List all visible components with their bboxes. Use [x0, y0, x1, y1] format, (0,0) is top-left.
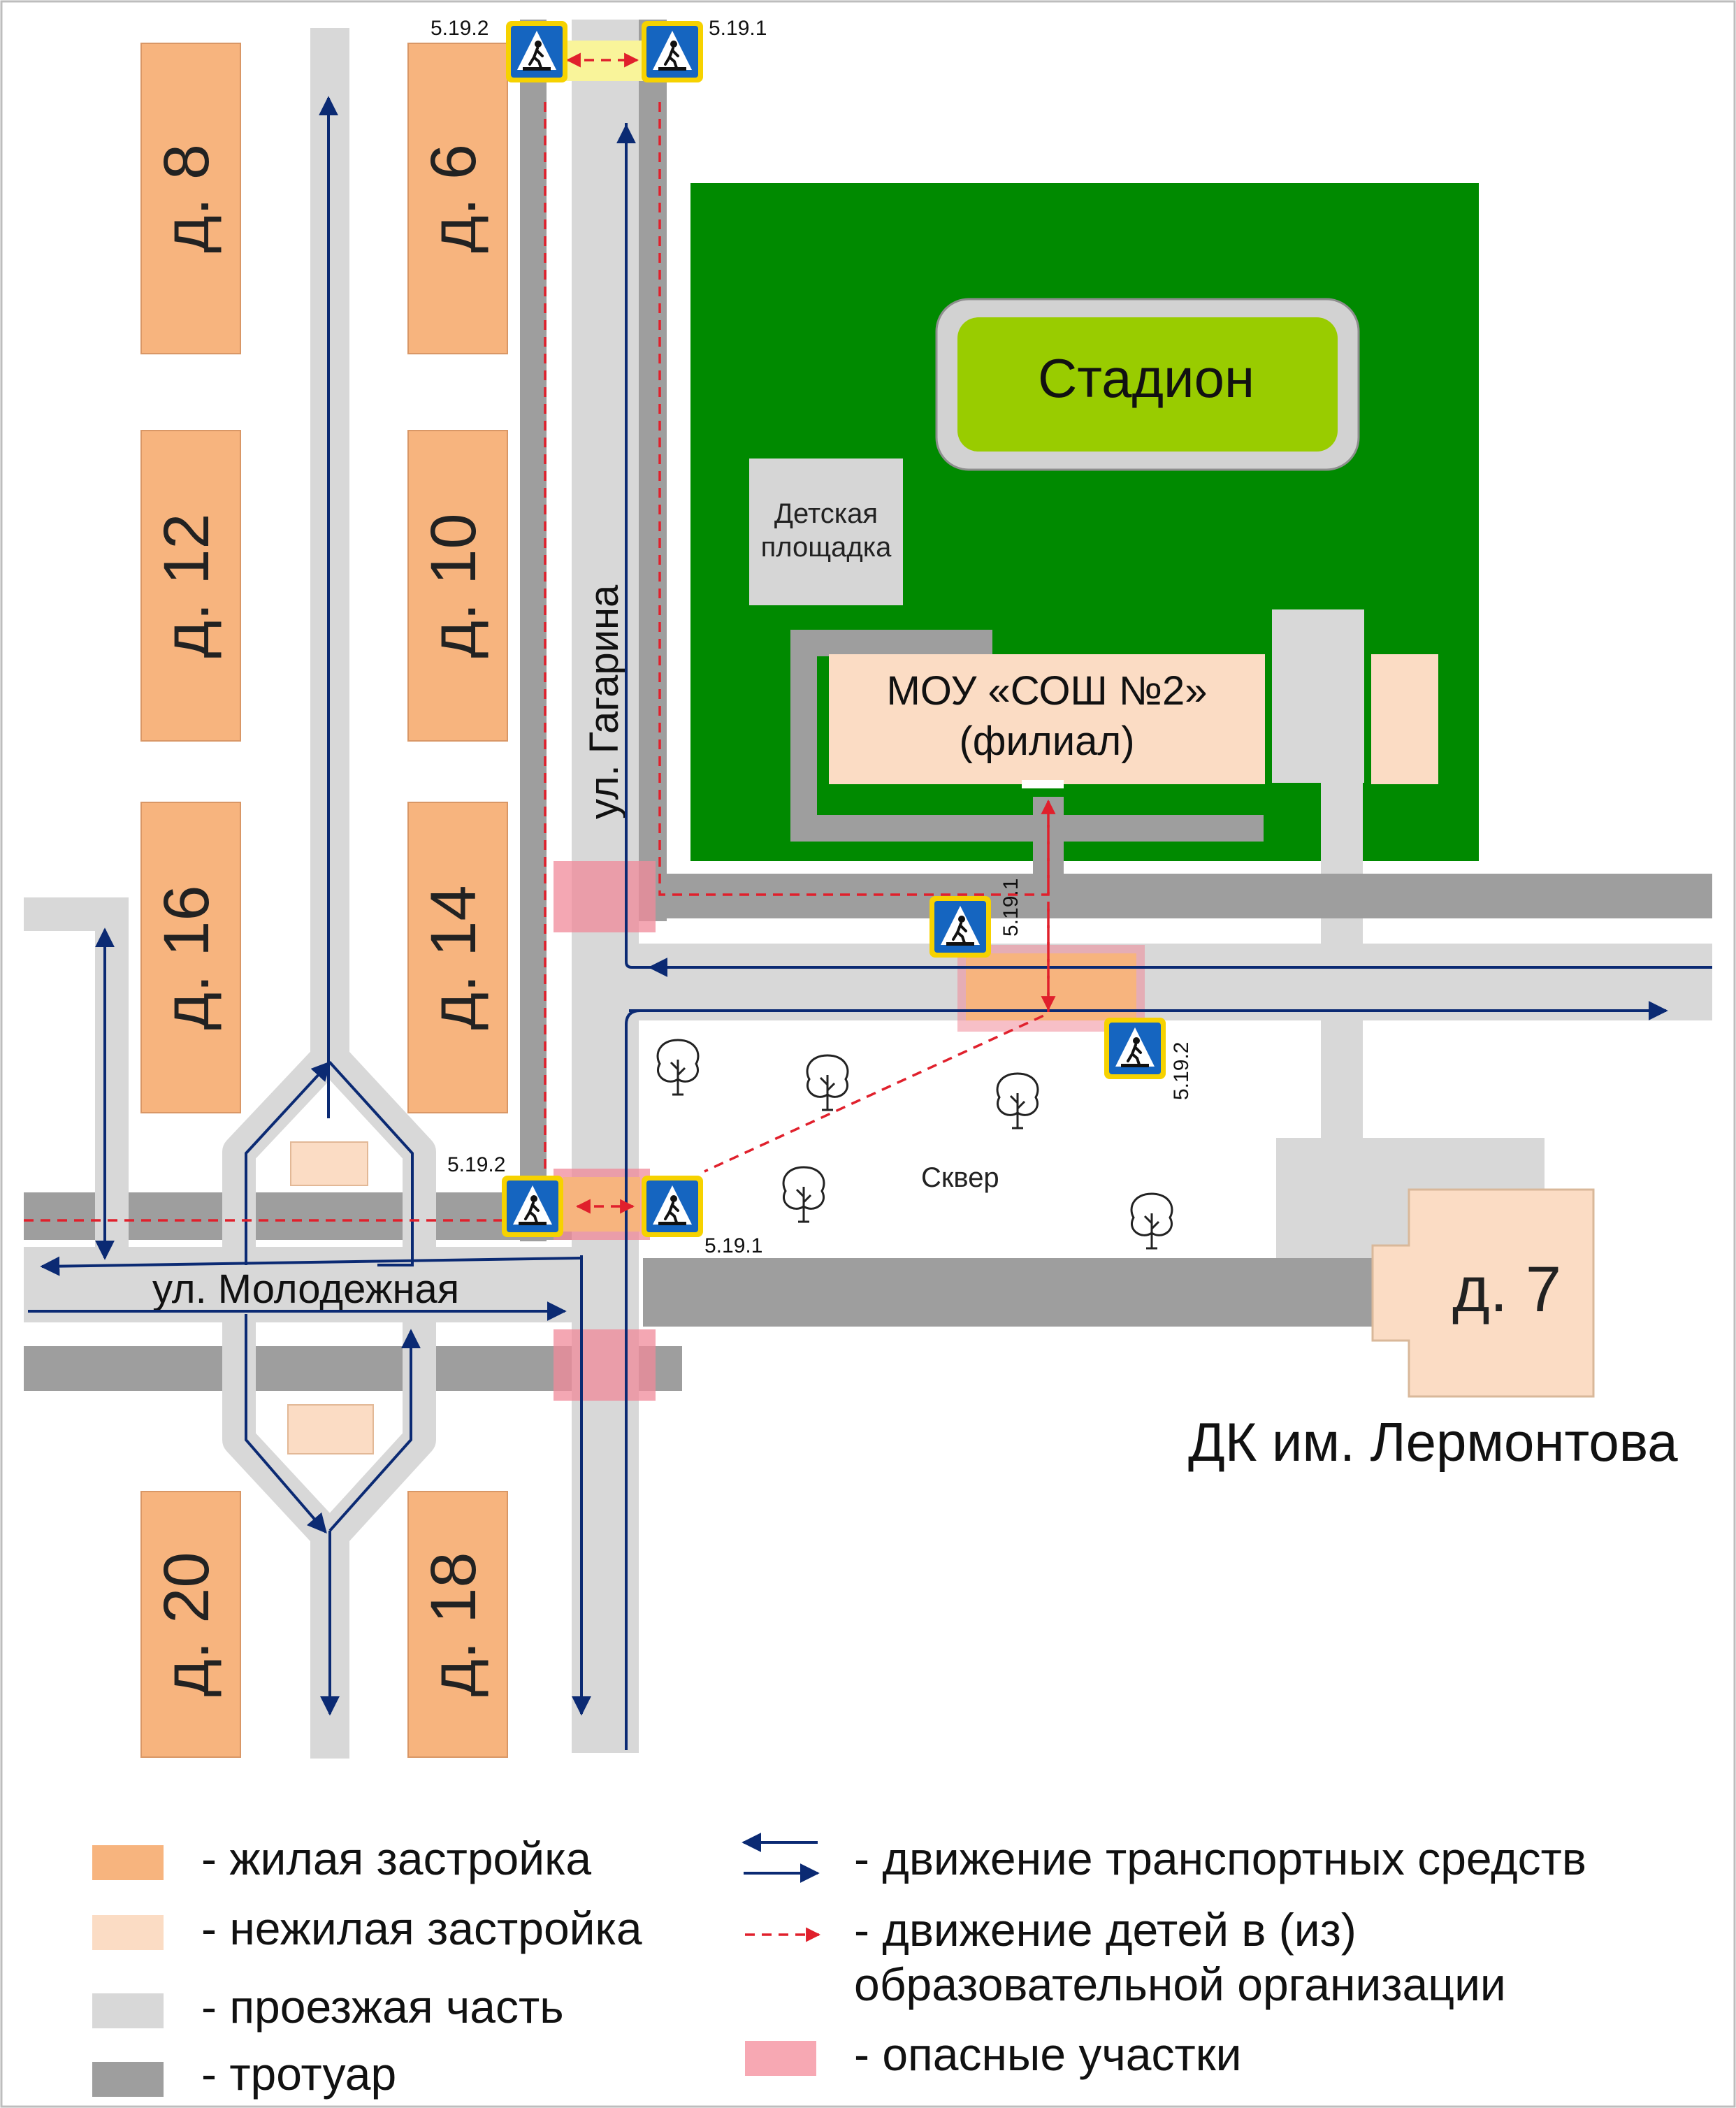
road-school-drive [622, 944, 1712, 1020]
svg-text:д. 7: д. 7 [1452, 1254, 1561, 1325]
sign-code: 5.19.2 [1170, 1042, 1193, 1100]
side-road-vertical [1272, 609, 1364, 783]
legend-sidewalk: - тротуар [201, 2048, 396, 2100]
traffic-arrow-icon [40, 1256, 581, 1276]
legend-swatch-sidewalk [92, 2062, 164, 2097]
sidewalk-school-north [657, 874, 1712, 918]
house-7: д. 7 [1371, 1188, 1595, 1398]
stadium-label: Стадион [1038, 347, 1254, 409]
house-6: д. 6 [407, 43, 508, 354]
legend-roadway: - проезжая часть [201, 1981, 564, 2033]
road-west-stub-v [95, 897, 129, 1261]
annex-building [1371, 654, 1438, 784]
pedestrian-crossing-sign-icon [505, 20, 569, 84]
loop-building-north [290, 1141, 368, 1186]
house-20: д. 20 [140, 1491, 241, 1758]
children-path-icon [658, 102, 1050, 896]
legend-children-1: - движение детей в (из) [854, 1904, 1357, 1956]
playground: Детская площадка [749, 459, 903, 605]
svg-text:д. 8: д. 8 [151, 144, 222, 253]
sidewalk-gagarina-west [520, 20, 547, 1241]
children-path [24, 52, 1056, 1222]
legend: - жилая застройка - нежилая застройка - … [92, 1833, 1586, 2100]
school-label-2: (филиал) [959, 719, 1134, 764]
traffic-arrow-icon [625, 123, 1712, 969]
legend-children-2: образовательной организации [854, 1958, 1506, 2010]
traffic-arrow-icon [245, 1314, 327, 1534]
pedestrian-crossing-sign-icon [1103, 1016, 1167, 1081]
svg-text:д. 6: д. 6 [418, 144, 489, 253]
svg-text:д. 14: д. 14 [418, 885, 489, 1030]
house-14: д. 14 [407, 802, 508, 1113]
playground-label-2: площадка [761, 532, 892, 563]
pedestrian-crossing-sign-icon [640, 1174, 704, 1239]
svg-text:д. 10: д. 10 [418, 513, 489, 658]
danger-zone [554, 861, 656, 932]
legend-swatch-roadway [92, 1993, 164, 2028]
legend-traffic: - движение транспортных средств [854, 1833, 1586, 1884]
sidewalk-gagarina-east [636, 20, 667, 921]
legend-residential: - жилая застройка [201, 1833, 591, 1884]
sign-code: 5.19.1 [704, 1234, 762, 1257]
pedestrian-crossing-sign-icon [640, 20, 704, 84]
street-molodezhnaya-label: ул. Молодежная [152, 1266, 459, 1312]
house-8: д. 8 [140, 43, 241, 354]
danger-zone-crossing [563, 1177, 640, 1232]
svg-text:д. 18: д. 18 [418, 1552, 489, 1696]
traffic-arrows [28, 96, 1712, 1750]
house-16: д. 16 [140, 802, 241, 1113]
sign-code: 5.19.2 [431, 17, 489, 40]
road-loop-north [222, 1044, 436, 1258]
svg-text:д. 16: д. 16 [151, 885, 222, 1030]
playground-label-1: Детская [774, 498, 878, 529]
dk-label: ДК им. Лермонтова [1188, 1411, 1678, 1473]
svg-text:д. 20: д. 20 [151, 1552, 222, 1696]
svg-text:д. 12: д. 12 [151, 513, 222, 658]
legend-danger: - опасные участки [854, 2028, 1241, 2080]
traffic-arrow-icon [245, 1060, 331, 1265]
house-12: д. 12 [140, 430, 241, 742]
school-building: МОУ «СОШ №2» (филиал) [829, 654, 1265, 788]
children-path-icon [704, 902, 1050, 1173]
legend-swatch-danger [745, 2041, 816, 2076]
sign-code: 5.19.1 [999, 879, 1022, 937]
sidewalk-dk [643, 1258, 1377, 1327]
pedestrian-crossing-sign-icon [928, 895, 992, 959]
sign-code: 5.19.1 [709, 17, 767, 40]
legend-non-residential: - нежилая застройка [201, 1903, 642, 1954]
sign-code: 5.19.2 [447, 1153, 505, 1176]
legend-swatch-non-residential [92, 1915, 164, 1950]
square-label: Сквер [921, 1162, 999, 1193]
stadium: Стадион [935, 298, 1360, 471]
loop-building-south [287, 1404, 374, 1454]
traffic-arrow-icon [328, 1061, 414, 1266]
legend-swatch-residential [92, 1845, 164, 1880]
school-label-1: МОУ «СОШ №2» [886, 668, 1207, 714]
house-10: д. 10 [407, 430, 508, 742]
street-gagarina-label: ул. Гагарина [581, 584, 627, 819]
pedestrian-crossing-sign-icon [500, 1174, 565, 1239]
danger-zone [554, 1329, 656, 1401]
house-18: д. 18 [407, 1491, 508, 1758]
